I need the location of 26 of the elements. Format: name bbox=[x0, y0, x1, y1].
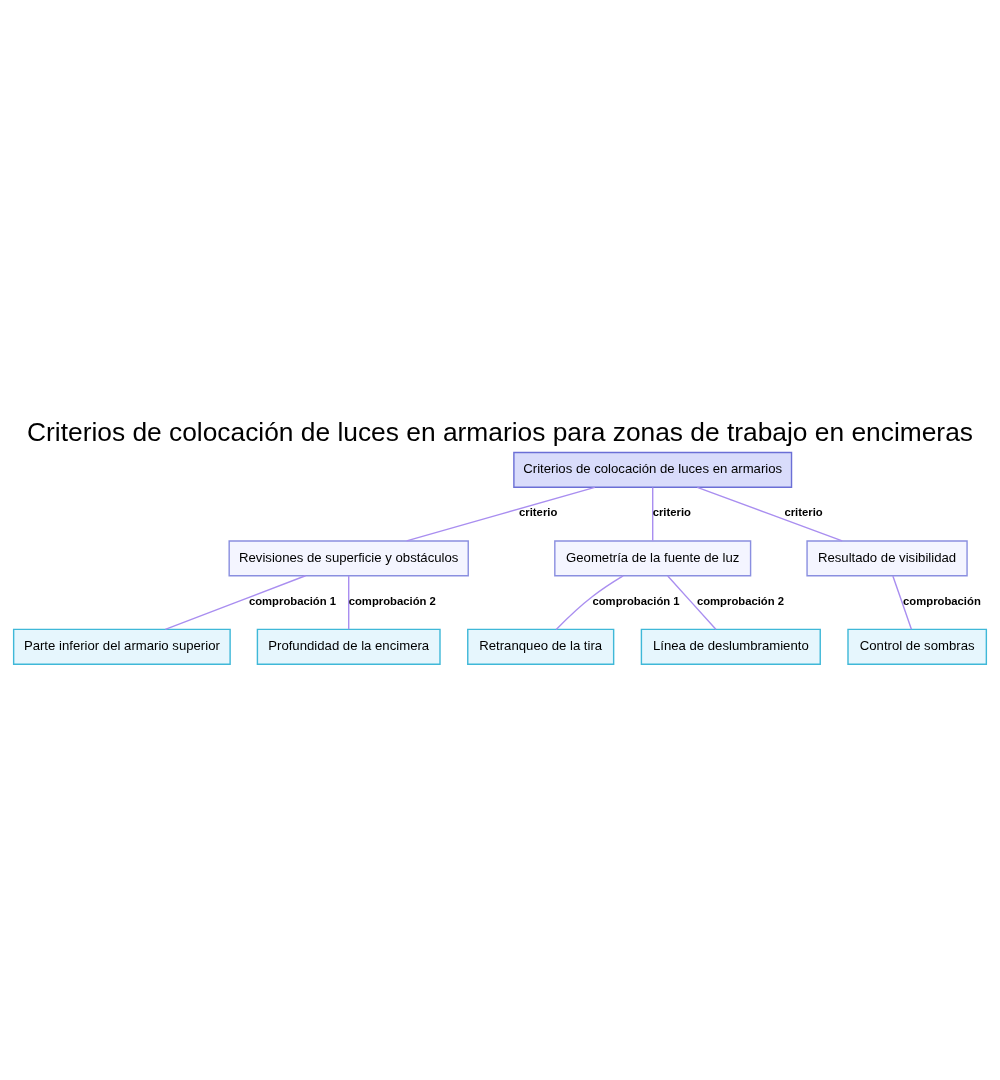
node-box: Profundidad de la encimera bbox=[256, 628, 441, 665]
diagram-title: Criterios de colocación de luces en armarios para zonas de trabajo en encimeras bbox=[27, 416, 973, 447]
node-box: Resultado de visibilidad bbox=[806, 540, 968, 577]
edge-label: comprobación 2 bbox=[696, 594, 785, 607]
edge-label: criterio bbox=[652, 506, 691, 519]
node-box: Geometría de la fuente de luz bbox=[554, 540, 752, 577]
connector bbox=[892, 575, 913, 630]
node-box: Línea de deslumbramiento bbox=[640, 628, 821, 665]
edge-label: comprobación 1 bbox=[592, 594, 680, 607]
edge-label: criterio bbox=[784, 506, 823, 519]
node-box: Retranqueo de la tira bbox=[467, 628, 615, 665]
connector bbox=[555, 575, 624, 631]
connector bbox=[652, 486, 654, 542]
connector bbox=[667, 575, 717, 630]
node-box: Parte inferior del armario superior bbox=[12, 628, 231, 665]
edge-label: criterio bbox=[519, 506, 558, 519]
connector bbox=[348, 575, 350, 630]
connector bbox=[696, 486, 843, 542]
edge-label: comprobación 2 bbox=[348, 594, 436, 607]
node-box: Control de sombras bbox=[847, 628, 988, 665]
edge-label: comprobación 1 bbox=[248, 594, 337, 607]
connector bbox=[405, 486, 596, 542]
node-box: Criterios de colocación de luces en armarios bbox=[513, 451, 793, 488]
edge-label: comprobación bbox=[903, 594, 981, 607]
connector bbox=[164, 575, 307, 630]
node-box: Revisiones de superficie y obstáculos bbox=[228, 540, 469, 577]
